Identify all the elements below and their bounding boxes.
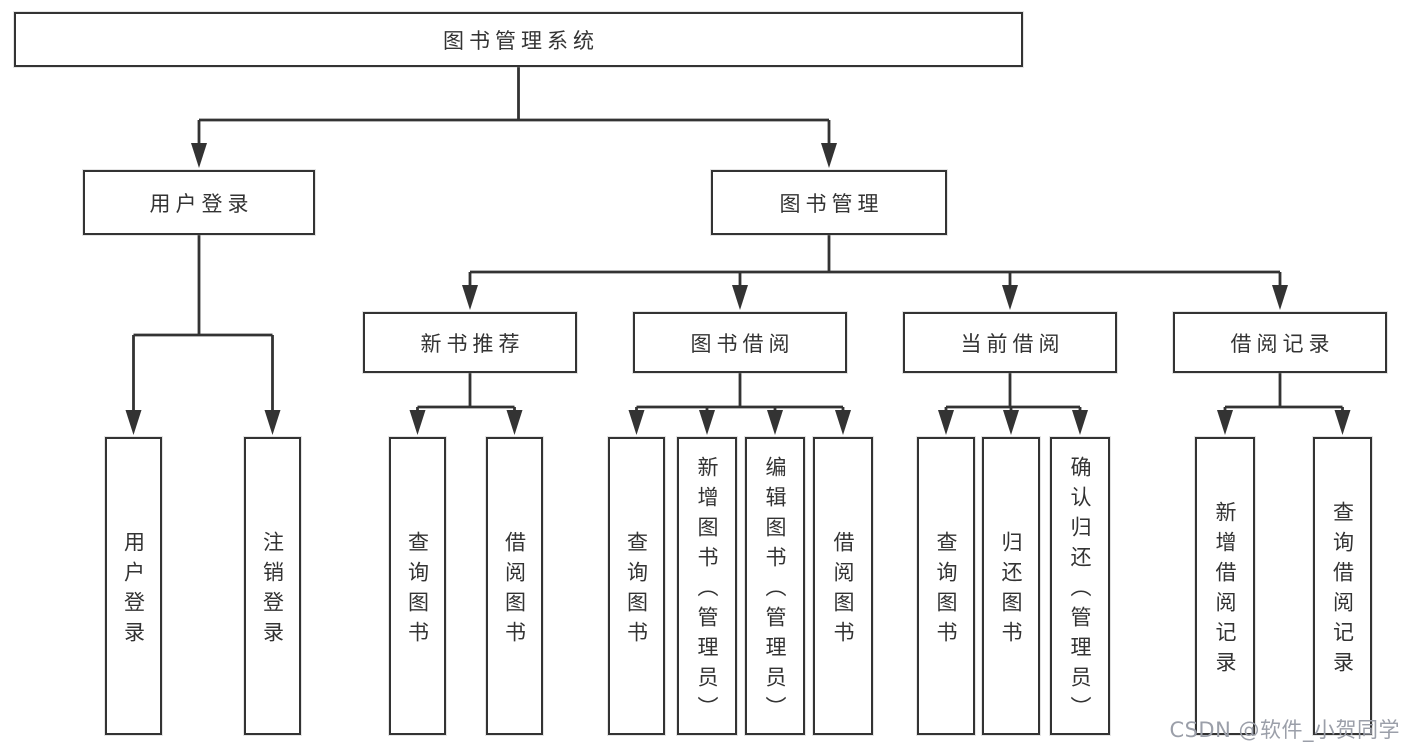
node-label-book-borrow: 图书借阅 [690,331,795,356]
arrowhead-icon [264,410,281,435]
node-label-book-management: 图书管理 [779,191,884,216]
node-label-query-book-recommend: 查询图书 [405,530,430,651]
watermark: CSDN @软件_小贺同学 [1169,718,1400,742]
node-borrow-record: 借阅记录 [1173,312,1387,373]
arrowhead-icon [1217,410,1233,435]
arrowhead-icon [1272,285,1288,310]
node-query-book-current: 查询图书 [917,437,975,735]
node-query-book-recommend: 查询图书 [389,437,446,735]
node-label-user-login-action: 用户登录 [121,530,146,651]
node-query-book-borrow: 查询图书 [608,437,665,735]
node-label-add-borrow-record: 新增借阅记录 [1213,500,1237,681]
node-current-borrow: 当前借阅 [903,312,1117,373]
arrowhead-icon [1002,285,1018,310]
node-label-query-book-current: 查询图书 [934,530,958,651]
node-label-current-borrow: 当前借阅 [960,331,1065,356]
node-query-borrow-record: 查询借阅记录 [1313,437,1372,735]
arrowhead-icon [1334,410,1351,435]
arrowhead-icon [821,143,837,168]
node-label-query-borrow-record: 查询借阅记录 [1330,500,1355,681]
arrowhead-icon [191,143,207,168]
node-confirm-return-admin: 确认归还（管理员） [1050,437,1110,735]
arrowhead-icon [1003,410,1019,435]
node-root: 图书管理系统 [14,12,1023,67]
arrowhead-icon [506,410,523,435]
node-return-book: 归还图书 [982,437,1040,735]
node-book-borrow: 图书借阅 [633,312,847,373]
node-book-management: 图书管理 [711,170,947,235]
arrowhead-icon [938,410,954,435]
arrowhead-icon [732,285,748,310]
node-borrow-book: 借阅图书 [813,437,873,735]
arrowhead-icon [767,410,783,435]
arrowhead-icon [125,410,142,435]
node-add-book-admin: 新增图书（管理员） [677,437,737,735]
arrowhead-icon [409,410,426,435]
arrowhead-icon [1072,410,1088,435]
node-label-confirm-return-admin: 确认归还（管理员） [1068,455,1092,726]
node-logout-action: 注销登录 [244,437,301,735]
arrowhead-icon [835,410,851,435]
arrowhead-icon [699,410,715,435]
node-label-user-login: 用户登录 [149,191,254,216]
node-user-login: 用户登录 [83,170,315,235]
node-label-borrow-book-recommend: 借阅图书 [502,530,527,651]
node-label-return-book: 归还图书 [999,530,1023,651]
node-label-new-book-recommend: 新书推荐 [420,331,525,356]
node-edit-book-admin: 编辑图书（管理员） [745,437,805,735]
node-label-add-book-admin: 新增图书（管理员） [695,455,719,726]
node-new-book-recommend: 新书推荐 [363,312,577,373]
node-label-borrow-record: 借阅记录 [1230,331,1335,356]
node-borrow-book-recommend: 借阅图书 [486,437,543,735]
node-label-edit-book-admin: 编辑图书（管理员） [763,455,787,726]
node-label-logout-action: 注销登录 [260,530,285,651]
arrowhead-icon [628,410,645,435]
node-label-query-book-borrow: 查询图书 [624,530,649,651]
arrowhead-icon [462,285,478,310]
node-user-login-action: 用户登录 [105,437,162,735]
node-add-borrow-record: 新增借阅记录 [1195,437,1255,735]
node-label-borrow-book: 借阅图书 [831,530,855,651]
node-label-root: 图书管理系统 [443,28,599,53]
